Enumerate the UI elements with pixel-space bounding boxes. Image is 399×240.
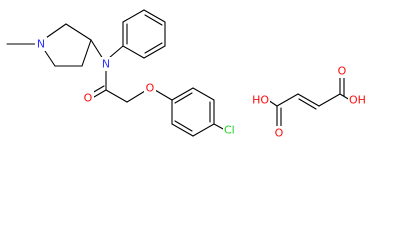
bond-ar-2: [192, 87, 215, 101]
chemical-structure-diagram: N N O O Cl HO O O: [6, 9, 370, 140]
bond-ph-5: [143, 45, 166, 59]
bond-ar-1: [171, 87, 194, 101]
atom-o-carbonyl-label: O: [84, 92, 93, 105]
bond-ring-c2-c3: [65, 23, 92, 41]
atom-n-amide-label: N: [102, 58, 110, 71]
main-molecule-atoms: N N O O Cl: [35, 37, 241, 137]
bond-ph-2: [122, 9, 145, 23]
atom-n-amide: N: [100, 57, 112, 71]
bond-c3-c4: [318, 93, 341, 107]
bond-ring-c3-c4: [81, 39, 92, 67]
atom-o-carbonyl: O: [82, 91, 94, 105]
atom-oh-right-label: OH: [349, 94, 366, 107]
bond-ar-5b: [174, 120, 193, 132]
bond-c2-c3-2: [298, 98, 317, 110]
bond-ph-6: [122, 45, 145, 59]
atom-n-ring-label: N: [37, 38, 45, 51]
atom-cl: Cl: [223, 123, 241, 137]
atom-oh-right: OH: [348, 93, 370, 107]
atom-oh-left-label: HO: [252, 94, 269, 107]
bond-ph-5b: [144, 42, 163, 54]
atom-o-ether: O: [144, 81, 156, 95]
bond-ar-5: [171, 123, 194, 137]
bond-c2-c3-1: [297, 93, 320, 107]
bond-ar-1b: [174, 92, 193, 104]
bond-ch2-o: [126, 90, 146, 103]
atom-o-ether-label: O: [146, 82, 155, 95]
bond-c3-n-amide: [90, 39, 104, 60]
bond-ar-4: [192, 123, 215, 137]
atom-o-right: O: [336, 64, 348, 78]
bond-ph-3: [143, 9, 166, 23]
atom-o-right-label: O: [338, 65, 347, 78]
atom-n-ring: N: [35, 37, 47, 51]
acid-molecule-atoms: HO O O OH: [250, 64, 370, 140]
acid-molecule-bonds: [267, 75, 351, 129]
atom-cl-label: Cl: [224, 124, 235, 137]
atom-o-left: O: [273, 126, 285, 140]
main-molecule-bonds: [6, 9, 226, 137]
bond-o-aryl: [154, 89, 173, 101]
bond-n-phenyl: [108, 45, 124, 59]
bond-c-ch2: [105, 89, 128, 103]
atom-o-left-label: O: [275, 127, 284, 140]
atom-oh-left: HO: [250, 93, 270, 107]
bond-ph-3b: [144, 14, 163, 26]
bond-c1-c2: [276, 93, 299, 107]
bond-c-o-double-1: [93, 89, 107, 98]
